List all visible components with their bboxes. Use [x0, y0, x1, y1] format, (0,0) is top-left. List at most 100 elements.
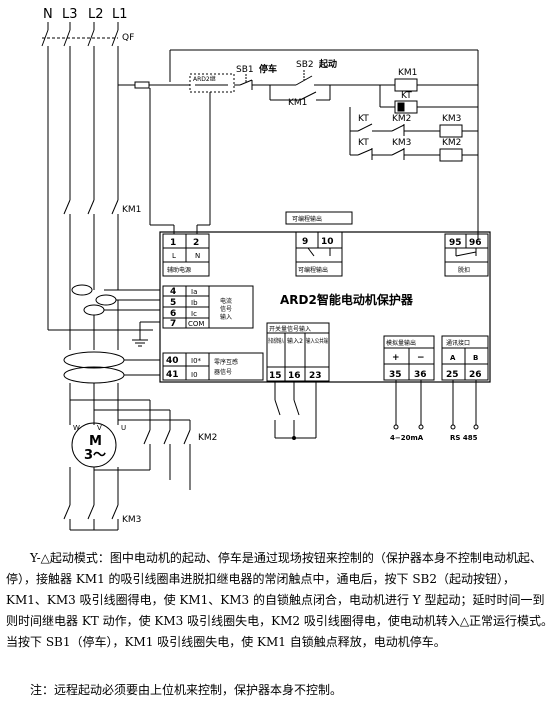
ao-label: 4−20mA [390, 434, 424, 442]
plc-output-block [295, 231, 343, 277]
zero-sub-i0: I0 [191, 371, 198, 379]
description-note: 注：远程起动必须要由上位机来控制，保护器本身不控制。 [30, 683, 343, 697]
plc-output-header [285, 211, 353, 225]
ct-label-2: 信号 [220, 305, 232, 313]
ct-label-3: 输入 [220, 313, 232, 321]
kt-contact2-label: KT [358, 138, 369, 148]
phase-label-l3: L3 [62, 7, 78, 22]
ct-sub-ib: Ib [191, 299, 198, 307]
digital-input-block [266, 322, 330, 382]
qf-label: QF [122, 33, 134, 43]
description-text: Y-△起动模式：图中电动机的起动、停车是通过现场按钮来控制的（保护器本身不控制电… [6, 548, 554, 653]
ct-term-4: 4 [170, 287, 176, 297]
kt-coil-label: KT [401, 91, 412, 101]
di-col-2: 输入2 [287, 337, 303, 345]
km1-main-label: KM1 [122, 205, 141, 215]
power-sub-n: N [195, 252, 200, 260]
km2-coil [439, 148, 463, 162]
comm-header: 通讯接口 [446, 339, 470, 347]
km3-main-label: KM3 [122, 515, 141, 525]
km1-coil [394, 78, 418, 92]
ao-sign-minus: − [417, 353, 425, 363]
phase-label-l2: L2 [88, 7, 104, 22]
qf-breaker [41, 22, 119, 54]
trip-relay-block [444, 233, 489, 277]
current-transformers [71, 284, 160, 316]
zero-sequence-ct [63, 351, 160, 384]
trip-term-96: 96 [469, 238, 482, 248]
comm-term-26: 26 [469, 370, 482, 380]
km2-coil-label: KM2 [442, 138, 461, 148]
ao-term-36: 36 [414, 370, 427, 380]
ct-term-5: 5 [170, 298, 176, 308]
plc-out-bottom: 可编程输出 [298, 266, 328, 274]
analog-output-block [383, 335, 435, 381]
di-col-1: 外部故障输入 [268, 337, 284, 345]
ct-sub-ia: Ia [191, 288, 197, 296]
km3-star-contactor [63, 504, 119, 531]
protector-title: ARD2智能电动机保护器 [280, 292, 414, 307]
power-term-2: 2 [193, 238, 199, 248]
di-header: 开关量信号输入 [269, 325, 311, 333]
trip-label: 脱扣 [458, 266, 470, 274]
comm-label: RS 485 [450, 434, 478, 442]
terminal-v-label: V [97, 424, 102, 432]
comm-block [441, 335, 489, 381]
ct-sub-com: COM [188, 320, 204, 328]
di-term-23: 23 [309, 371, 322, 381]
ao-term-35: 35 [389, 370, 402, 380]
sb2-start-button [270, 70, 395, 86]
motor-phase-label: 3～ [84, 448, 106, 463]
ao-sign-plus: + [392, 353, 400, 363]
di-col-3: 输入公共端 [306, 337, 328, 345]
km1-hold-label: KM1 [288, 98, 307, 108]
km1-main-contactor [63, 199, 119, 290]
sb1-label: SB1 [236, 65, 254, 75]
sb1-stop-button [234, 74, 270, 90]
zero-seq-block [162, 352, 264, 381]
sb2-label: SB2 [296, 60, 314, 70]
ct-label-1: 电流 [220, 297, 232, 305]
zero-term-40: 40 [166, 356, 179, 366]
comm-sub-a: A [450, 354, 456, 362]
ard2-contact-label: ARD2继 [193, 75, 216, 83]
km3-contact-label: KM3 [392, 138, 411, 148]
power-term-1: 1 [170, 238, 176, 248]
ct-input-block [162, 285, 254, 329]
stop-label: 停车 [259, 63, 277, 75]
terminal-w-label: W [73, 424, 80, 432]
km1-coil-label: KM1 [398, 68, 417, 78]
zero-label-1: 零序互感 [214, 358, 238, 366]
di-term-15: 15 [269, 371, 282, 381]
phase-label-l1: L1 [112, 7, 128, 22]
comm-term-25: 25 [446, 370, 459, 380]
kt-contact1-label: KT [358, 114, 369, 124]
comm-sub-b: B [473, 354, 478, 362]
km2-contact-label: KM2 [392, 114, 411, 124]
zero-label-2: 器信号 [214, 368, 232, 376]
wiring-diagram: N L3 L2 L1 QF ARD2继 SB1 停车 [41, 7, 491, 531]
km2-main-label: KM2 [198, 433, 217, 443]
phase-label-n: N [43, 7, 53, 22]
power-label: 辅助电源 [167, 266, 191, 274]
power-terminal-block [162, 233, 210, 277]
terminal-u-label: U [121, 424, 126, 432]
description-paragraph: Y-△起动模式：图中电动机的起动、停车是通过现场按钮来控制的（保护器本身不控制电… [6, 551, 554, 649]
plc-out-top: 可编程输出 [292, 215, 322, 223]
km3-coil-label: KM3 [442, 114, 461, 124]
km3-coil [439, 124, 463, 138]
start-label: 起动 [318, 58, 337, 70]
power-sub-l: L [172, 252, 176, 260]
di-term-16: 16 [288, 371, 301, 381]
ct-term-6: 6 [170, 309, 176, 319]
plc-term-9: 9 [302, 237, 308, 247]
motor-m-label: M [89, 434, 102, 449]
km2-delta-contactor [70, 399, 191, 490]
trip-term-95: 95 [449, 238, 462, 248]
zero-term-41: 41 [166, 370, 179, 380]
plc-term-10: 10 [321, 237, 334, 247]
zero-sub-i0star: I0* [191, 357, 202, 365]
ard2-trip-contact [189, 73, 235, 93]
ct-term-7: 7 [170, 319, 176, 329]
ao-header: 模拟量输出 [386, 339, 416, 347]
